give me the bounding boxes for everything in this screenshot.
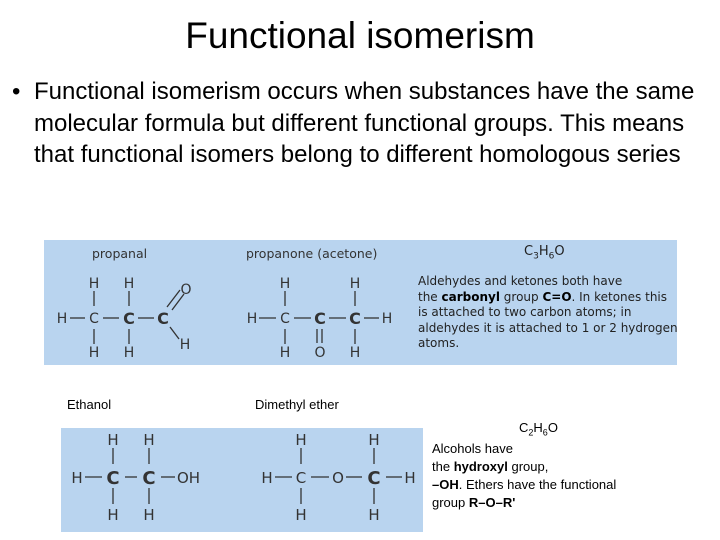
atom-h: H	[124, 276, 135, 292]
atom-o: O	[332, 469, 344, 487]
dimethyl-ether-label: Dimethyl ether	[255, 397, 339, 412]
atom-c-bold: C	[349, 309, 361, 328]
alcohol-ether-figure-panel	[61, 428, 423, 532]
propanone-label: propanone (acetone)	[246, 246, 378, 261]
bullet-marker: •	[12, 78, 21, 105]
atom-c-bold: C	[142, 468, 155, 489]
atom-h: H	[107, 506, 118, 524]
ethanol-label: Ethanol	[67, 397, 112, 412]
atom-h: H	[350, 276, 361, 292]
atom-h: H	[350, 345, 361, 361]
atom-c-bold: C	[157, 309, 169, 328]
atom-h: H	[107, 431, 118, 449]
atom-h: H	[382, 311, 393, 327]
atom-h: H	[180, 337, 191, 353]
atom-h: H	[143, 431, 154, 449]
atom-c: C	[89, 311, 99, 327]
atom-h: H	[295, 506, 306, 524]
atom-h: H	[247, 311, 258, 327]
atom-labels: H H H C C C O H H H H H H C C C H H O H …	[57, 276, 416, 524]
molecular-formula-c3h6o: C3H6O	[524, 244, 565, 262]
bond-lines	[70, 289, 402, 504]
atom-o: O	[180, 282, 191, 298]
bullet-text: Functional isomerism occurs when substan…	[34, 78, 695, 168]
atom-h: H	[280, 345, 291, 361]
atom-c-bold: C	[314, 309, 326, 328]
atom-h: H	[89, 276, 100, 292]
propanal-label: propanal	[92, 246, 148, 261]
molecular-formula-c2h6o: C2H6O	[519, 420, 558, 438]
atom-h: H	[124, 345, 135, 361]
atom-c-bold: C	[123, 309, 135, 328]
atom-o: O	[314, 345, 325, 361]
carbonyl-figure-panel	[44, 240, 677, 365]
atom-h: H	[57, 311, 68, 327]
atom-h: H	[71, 469, 82, 487]
atom-h: H	[404, 469, 415, 487]
atom-h: H	[89, 345, 100, 361]
bullet-point: • Functional isomerism occurs when subst…	[12, 76, 712, 171]
atom-h: H	[295, 431, 306, 449]
atom-c-bold: C	[106, 468, 119, 489]
atom-oh: OH	[177, 469, 200, 487]
atom-h: H	[280, 276, 291, 292]
atom-c: C	[280, 311, 290, 327]
atom-c: C	[296, 469, 306, 487]
atom-h: H	[261, 469, 272, 487]
atom-c-bold: C	[367, 468, 380, 489]
atom-h: H	[143, 506, 154, 524]
atom-h: H	[368, 431, 379, 449]
atom-h: H	[368, 506, 379, 524]
slide-title: Functional isomerism	[185, 15, 535, 56]
